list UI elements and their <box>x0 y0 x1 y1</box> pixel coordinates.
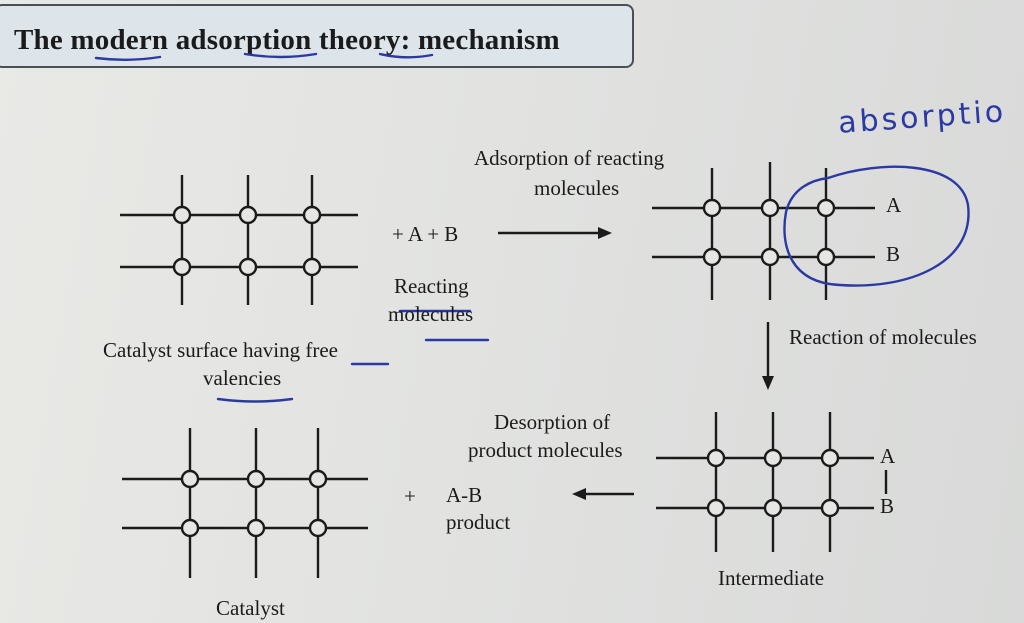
handwritten-annotations <box>94 52 970 403</box>
title-underline-modern <box>94 55 162 61</box>
adsorption-label-line1: Adsorption of reacting <box>474 146 665 170</box>
catalyst-surface-label: Catalyst surface having free <box>103 338 338 362</box>
catalyst-label: Catalyst <box>216 596 285 620</box>
atom-a-label: A <box>886 193 902 217</box>
plus-sign: + <box>404 484 416 508</box>
catalyst-surface-lattice <box>120 175 358 305</box>
adsorption-arrow <box>498 227 612 239</box>
title-underline-sorption <box>243 52 318 59</box>
catalyst-lattice <box>122 428 368 578</box>
page-title: The modern adsorption theory: mechanism <box>14 24 560 56</box>
atom-b-label: B <box>886 242 901 266</box>
intermediate-label: Intermediate <box>718 566 825 590</box>
desorption-label-line1: Desorption of <box>494 410 611 434</box>
intermediate-atom-b-label: B <box>880 494 895 518</box>
intermediate-atom-a-label: A <box>880 444 896 468</box>
adsorbed-lattice <box>652 162 875 300</box>
molecules-label: molecules <box>388 302 474 326</box>
product-formula: A-B <box>446 483 483 507</box>
valencies-underline <box>216 397 294 403</box>
reacting-label: Reacting <box>394 274 469 298</box>
reactants-label: + A + B <box>392 222 459 246</box>
intermediate-lattice <box>656 412 888 552</box>
product-label: product <box>446 510 511 534</box>
title-underline-theory <box>378 52 434 59</box>
adsorption-label-line2: molecules <box>534 176 620 200</box>
desorption-label-line2: product molecules <box>468 438 623 462</box>
adsorption-circle <box>783 165 970 287</box>
desorption-arrow <box>572 488 634 500</box>
reaction-label: Reaction of molecules <box>789 325 977 349</box>
valencies-label: valencies <box>203 366 282 390</box>
title-banner: The modern adsorption theory: mechanism <box>0 4 634 68</box>
reaction-arrow <box>762 322 774 390</box>
